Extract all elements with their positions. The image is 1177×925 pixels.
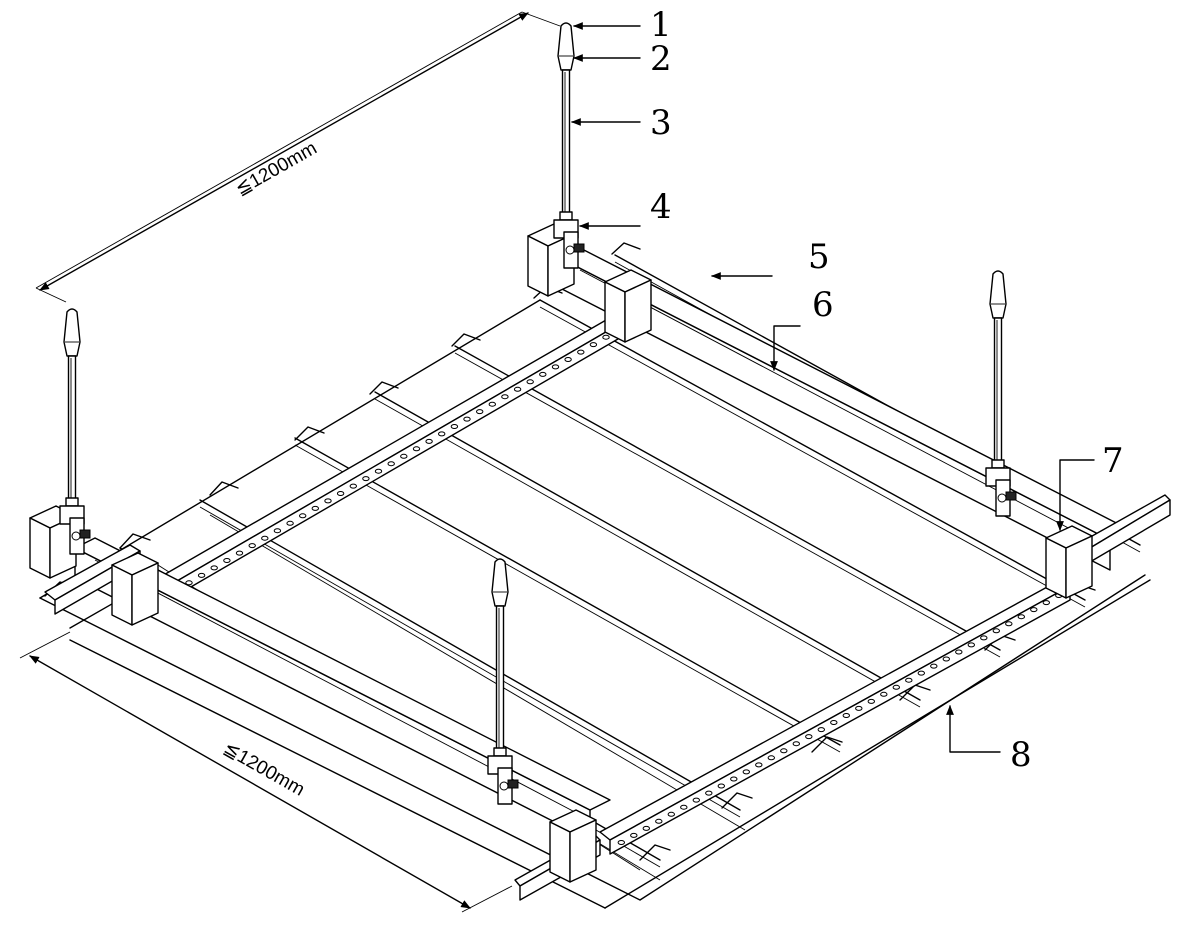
rail-hole bbox=[867, 698, 875, 704]
rail-hole bbox=[692, 797, 700, 803]
rail-hole bbox=[362, 476, 370, 482]
rail-hole bbox=[942, 656, 950, 662]
rail-hole bbox=[667, 811, 675, 817]
rail-hole bbox=[805, 734, 813, 740]
rail-hole bbox=[577, 349, 585, 355]
rail-hole bbox=[450, 424, 459, 429]
rail-hole bbox=[299, 513, 307, 519]
callout-1: 1 bbox=[650, 5, 672, 45]
rail-hole bbox=[980, 635, 988, 641]
rail-hole bbox=[617, 840, 625, 845]
rail-hole bbox=[374, 468, 383, 474]
rail-hole bbox=[235, 550, 244, 556]
rail-hole bbox=[730, 776, 738, 782]
rail-hole bbox=[1042, 600, 1051, 606]
rail-hole bbox=[767, 755, 775, 761]
rail-hole bbox=[349, 483, 357, 489]
panel-clip-teeth bbox=[44, 242, 1096, 861]
rail-hole bbox=[705, 790, 713, 796]
rail-hole bbox=[655, 818, 663, 824]
rail-hole bbox=[400, 453, 408, 459]
rail-hole bbox=[792, 741, 800, 747]
hanger-rod-top bbox=[553, 22, 585, 269]
rail-hole bbox=[842, 713, 850, 718]
rail-hole bbox=[855, 705, 863, 711]
rail-hole bbox=[412, 446, 421, 452]
callout-3: 3 bbox=[650, 103, 672, 143]
rail-hole bbox=[501, 394, 509, 400]
rail-hole bbox=[488, 401, 496, 407]
rail-hole bbox=[892, 684, 900, 690]
rail-hole bbox=[336, 491, 345, 496]
rail-hole bbox=[717, 783, 725, 789]
rail-hole bbox=[742, 769, 750, 775]
rail-hole bbox=[476, 409, 484, 415]
rail-hole bbox=[780, 748, 788, 754]
rail-hole bbox=[513, 386, 522, 392]
rail-hole bbox=[210, 565, 218, 571]
rail-hole bbox=[551, 364, 560, 370]
rail-hole bbox=[311, 505, 319, 511]
hanger-rod-left bbox=[59, 308, 91, 555]
rail-hole bbox=[286, 520, 294, 526]
rail-hole bbox=[223, 558, 231, 563]
rail-hole bbox=[526, 379, 534, 385]
rail-hole bbox=[425, 438, 433, 444]
rail-hole bbox=[1030, 607, 1038, 613]
callout-6: 6 bbox=[812, 285, 834, 325]
rail-hole bbox=[273, 528, 282, 534]
callout-7: 7 bbox=[1102, 441, 1124, 481]
rail-hole bbox=[463, 416, 471, 422]
rail-hole bbox=[992, 628, 1000, 634]
rail-hole bbox=[680, 804, 688, 810]
rail-hole bbox=[755, 762, 763, 768]
dimension-top: ≦1200mm bbox=[35, 11, 561, 303]
callout-4: 4 bbox=[650, 187, 672, 227]
rail-hole bbox=[197, 572, 206, 578]
rail-hole bbox=[830, 720, 838, 725]
rail-hole bbox=[589, 342, 598, 348]
rail-hole bbox=[185, 580, 193, 586]
callout-8: 8 bbox=[1010, 735, 1032, 775]
rail-hole bbox=[817, 727, 825, 733]
rail-hole bbox=[642, 825, 650, 831]
dimension-bottom-label: ≦1200mm bbox=[220, 738, 309, 801]
rail-hole bbox=[248, 543, 256, 549]
rail-hole bbox=[880, 691, 888, 697]
rail-hole bbox=[1017, 614, 1025, 620]
rail-hole bbox=[324, 498, 332, 504]
callout-numbers: 1 2 3 4 5 6 7 8 bbox=[650, 5, 1124, 775]
rail-hole bbox=[564, 357, 572, 362]
rail-hole bbox=[539, 371, 547, 377]
rail-hole bbox=[630, 832, 638, 838]
callout-leaders bbox=[571, 22, 1095, 753]
carrier-rail-right bbox=[599, 579, 1071, 855]
rail-hole bbox=[387, 461, 395, 467]
callout-2: 2 bbox=[650, 39, 672, 79]
rail-hole bbox=[930, 663, 938, 669]
rail-hole bbox=[905, 677, 913, 683]
rail-hole bbox=[1005, 621, 1013, 627]
callout-5: 5 bbox=[808, 237, 830, 277]
rail-hole bbox=[967, 642, 975, 648]
rail-hole bbox=[955, 649, 963, 655]
rail-hole bbox=[602, 334, 610, 340]
rail-hole bbox=[261, 535, 269, 541]
rail-hole bbox=[438, 431, 446, 437]
rail-hole bbox=[917, 670, 925, 676]
carrier-rail-left bbox=[154, 311, 631, 603]
